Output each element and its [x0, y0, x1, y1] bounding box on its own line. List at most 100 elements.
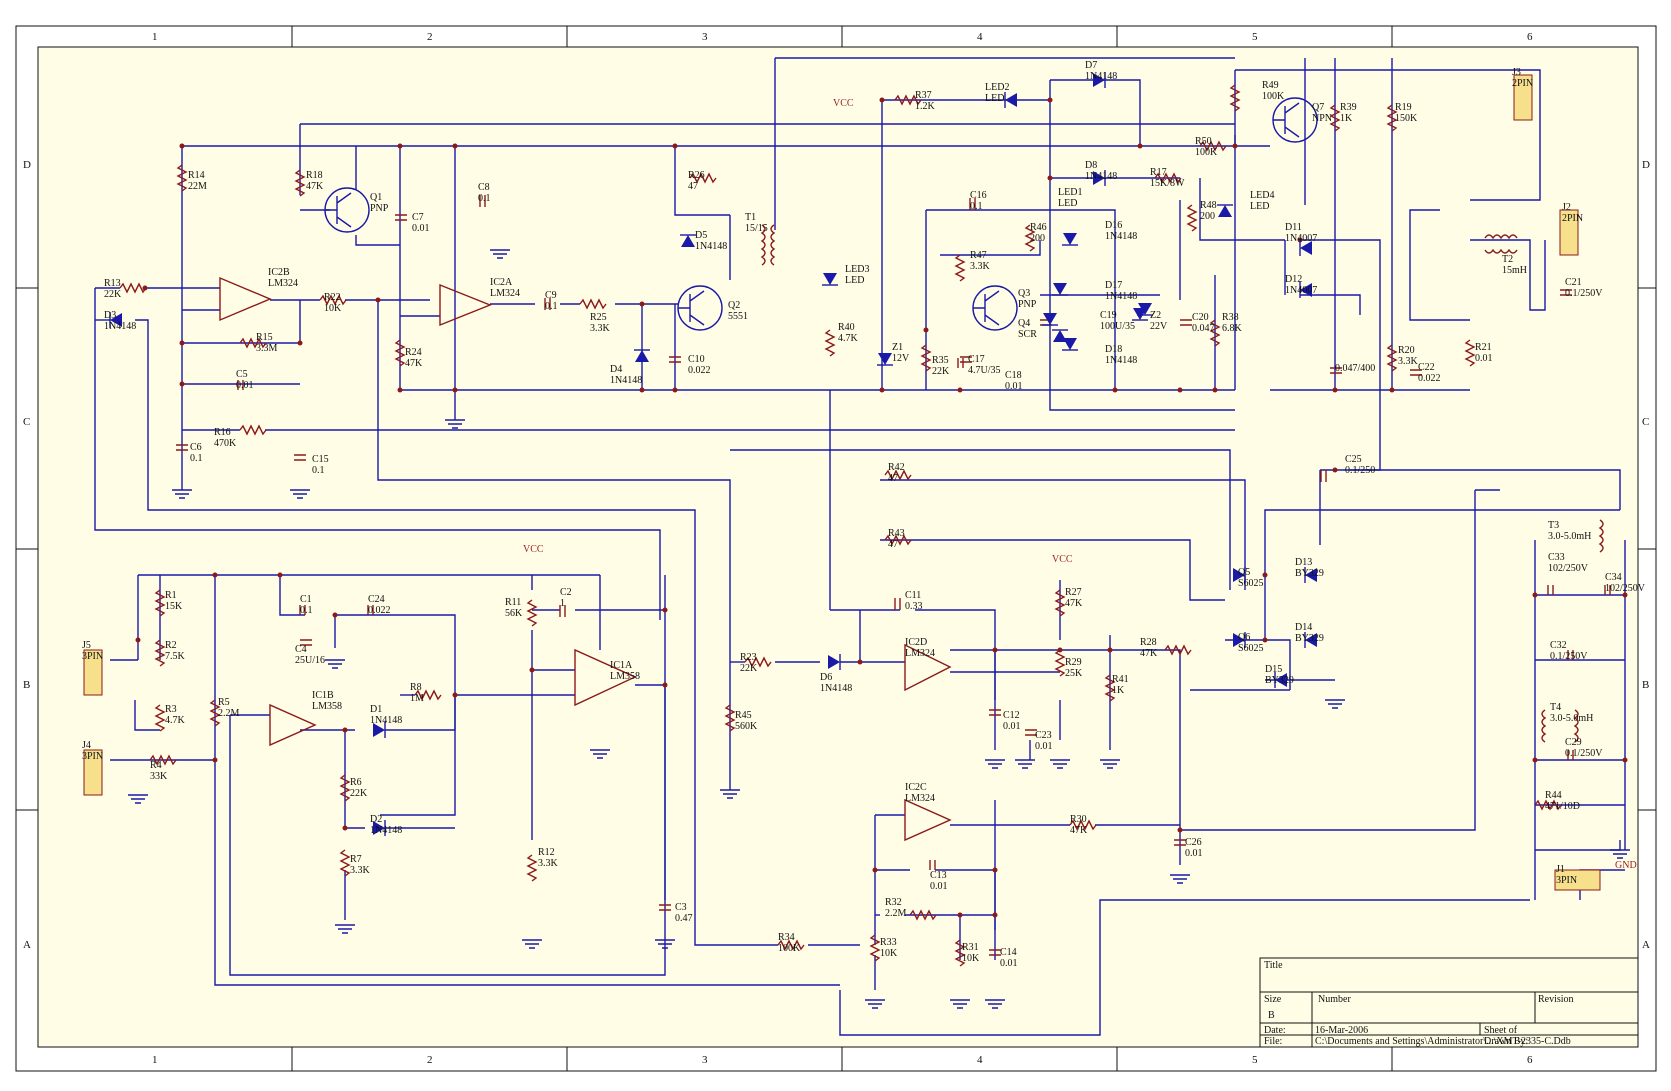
component-ref-label: C16 [970, 190, 987, 201]
component-ref-label: Z1 [892, 342, 903, 353]
component-ref-label: R3 [165, 704, 177, 715]
component-ref-label: D15 [1265, 664, 1282, 675]
component-ref-label: R4 [150, 760, 162, 771]
component-ref-label: IC2D [905, 637, 927, 648]
component-value-label: 100U/35 [1100, 321, 1135, 332]
component-ref-label: D2 [370, 814, 382, 825]
component-ref-label: R39 [1340, 102, 1357, 113]
component-value-label: 200 [1200, 211, 1215, 222]
component-value-label: 100K [778, 943, 801, 954]
component-value-label: 1N4148 [820, 683, 852, 694]
size-value: B [1268, 1010, 1275, 1021]
component-ref-label: D7 [1085, 60, 1097, 71]
col-label-1-bottom: 1 [152, 1054, 158, 1066]
component-ref-label: Q6 [1238, 632, 1250, 643]
component-value-label: 15K/8W [1150, 178, 1185, 189]
component-value-label: 1.2K [915, 101, 936, 112]
component-ref-label: R14 [188, 170, 205, 181]
component-ref-label: Q4 [1018, 318, 1030, 329]
sheet-label: Sheet of [1484, 1025, 1518, 1036]
row-label-d-right: D [1642, 159, 1650, 171]
component-ref-label: R46 [1030, 222, 1047, 233]
component-ref-label: Q3 [1018, 288, 1030, 299]
component-value-label: 3.3K [590, 323, 611, 334]
component-ref-label: C8 [478, 182, 490, 193]
capacitors [176, 195, 1611, 956]
component-value-label: 47 [688, 181, 698, 192]
component-ref-label: T4 [1550, 702, 1561, 713]
component-value-label: LM324 [905, 648, 935, 659]
component-value-label: 4.7K [165, 715, 186, 726]
component-value-label: 3.3M [256, 343, 278, 354]
component-ref-label: C20 [1192, 312, 1209, 323]
number-label: Number [1318, 994, 1351, 1005]
component-value-label: 15/15 [745, 223, 768, 234]
component-ref-label: R11 [505, 597, 521, 608]
component-value-label: 102/250V [1548, 563, 1589, 574]
component-ref-label: IC2C [905, 782, 927, 793]
component-ref-label: D18 [1105, 344, 1122, 355]
component-value-label: 0.01 [1005, 381, 1023, 392]
component-value-label: 1 [560, 598, 565, 609]
component-value-label: 0.1/250V [1565, 288, 1603, 299]
component-ref-label: IC2B [268, 267, 290, 278]
component-value-label: LM358 [312, 701, 342, 712]
component-value-label: 15mH [1502, 265, 1527, 276]
component-value-label: 0.1/250V [1565, 748, 1603, 759]
component-ref-label: D8 [1085, 160, 1097, 171]
row-label-c-right: C [1642, 416, 1649, 428]
component-ref-label: C2 [560, 587, 572, 598]
component-value-label: 0.47 [675, 913, 693, 924]
component-value-label: 10K [324, 303, 342, 314]
component-ref-label: R20 [1398, 345, 1415, 356]
component-ref-label: C15 [312, 454, 329, 465]
component-value-label: 0.01 [1185, 848, 1203, 859]
component-value-label: 2PIN [1512, 78, 1533, 89]
component-labels: R1422MR1847KQ1PNPC70.01C80.1R2647D51N414… [82, 60, 1646, 969]
component-value-label: S6025 [1238, 578, 1264, 589]
component-ref-label: J4 [82, 740, 91, 751]
component-ref-label: D13 [1295, 557, 1312, 568]
component-value-label: 3.0-5.0mH [1548, 531, 1591, 542]
component-value-label: BY329 [1295, 633, 1324, 644]
col-label-2: 2 [427, 31, 433, 43]
inductors [760, 224, 1604, 743]
component-value-label: BY329 [1295, 568, 1324, 579]
date-label: Date: [1264, 1025, 1286, 1036]
col-label-4-bottom: 4 [977, 1054, 983, 1066]
component-ref-label: D4 [610, 364, 622, 375]
component-ref-label: C4 [295, 644, 307, 655]
component-value-label: 1K [1112, 685, 1125, 696]
date-value: 16-Mar-2006 [1315, 1025, 1368, 1036]
component-ref-label: R43 [888, 528, 905, 539]
component-value-label: 0.022 [1418, 373, 1441, 384]
component-ref-label: J2 [1562, 202, 1571, 213]
row-label-b-right: B [1642, 679, 1649, 691]
component-ref-label: C12 [1003, 710, 1020, 721]
component-ref-label: IC2A [490, 277, 513, 288]
component-ref-label: R34 [778, 932, 795, 943]
component-ref-label: C32 [1550, 640, 1567, 651]
component-ref-label: R5 [218, 697, 230, 708]
component-ref-label: C18 [1005, 370, 1022, 381]
component-value-label: 47K [306, 181, 324, 192]
component-value-label: 0.1 [970, 201, 983, 212]
component-value-label: LED [1250, 201, 1269, 212]
component-value-label: 4.7U/35 [968, 365, 1001, 376]
col-label-3-bottom: 3 [702, 1054, 708, 1066]
title-block: Title Size B Number Revision Date: 16-Ma… [1259, 957, 1639, 1048]
component-value-label: 3PIN [82, 651, 103, 662]
component-value-label: 1N4148 [610, 375, 642, 386]
component-ref-label: R13 [104, 278, 121, 289]
component-value-label: 0.33 [905, 601, 923, 612]
component-value-label: LM324 [490, 288, 520, 299]
component-value-label: 3.3K [970, 261, 991, 272]
component-ref-label: J5 [82, 640, 91, 651]
col-label-6: 6 [1527, 31, 1533, 43]
component-ref-label: LED2 [985, 82, 1009, 93]
component-value-label: 1N4148 [104, 321, 136, 332]
component-ref-label: J3 [1512, 67, 1521, 78]
component-value-label: LED [985, 93, 1004, 104]
component-value-label: 22K [350, 788, 368, 799]
